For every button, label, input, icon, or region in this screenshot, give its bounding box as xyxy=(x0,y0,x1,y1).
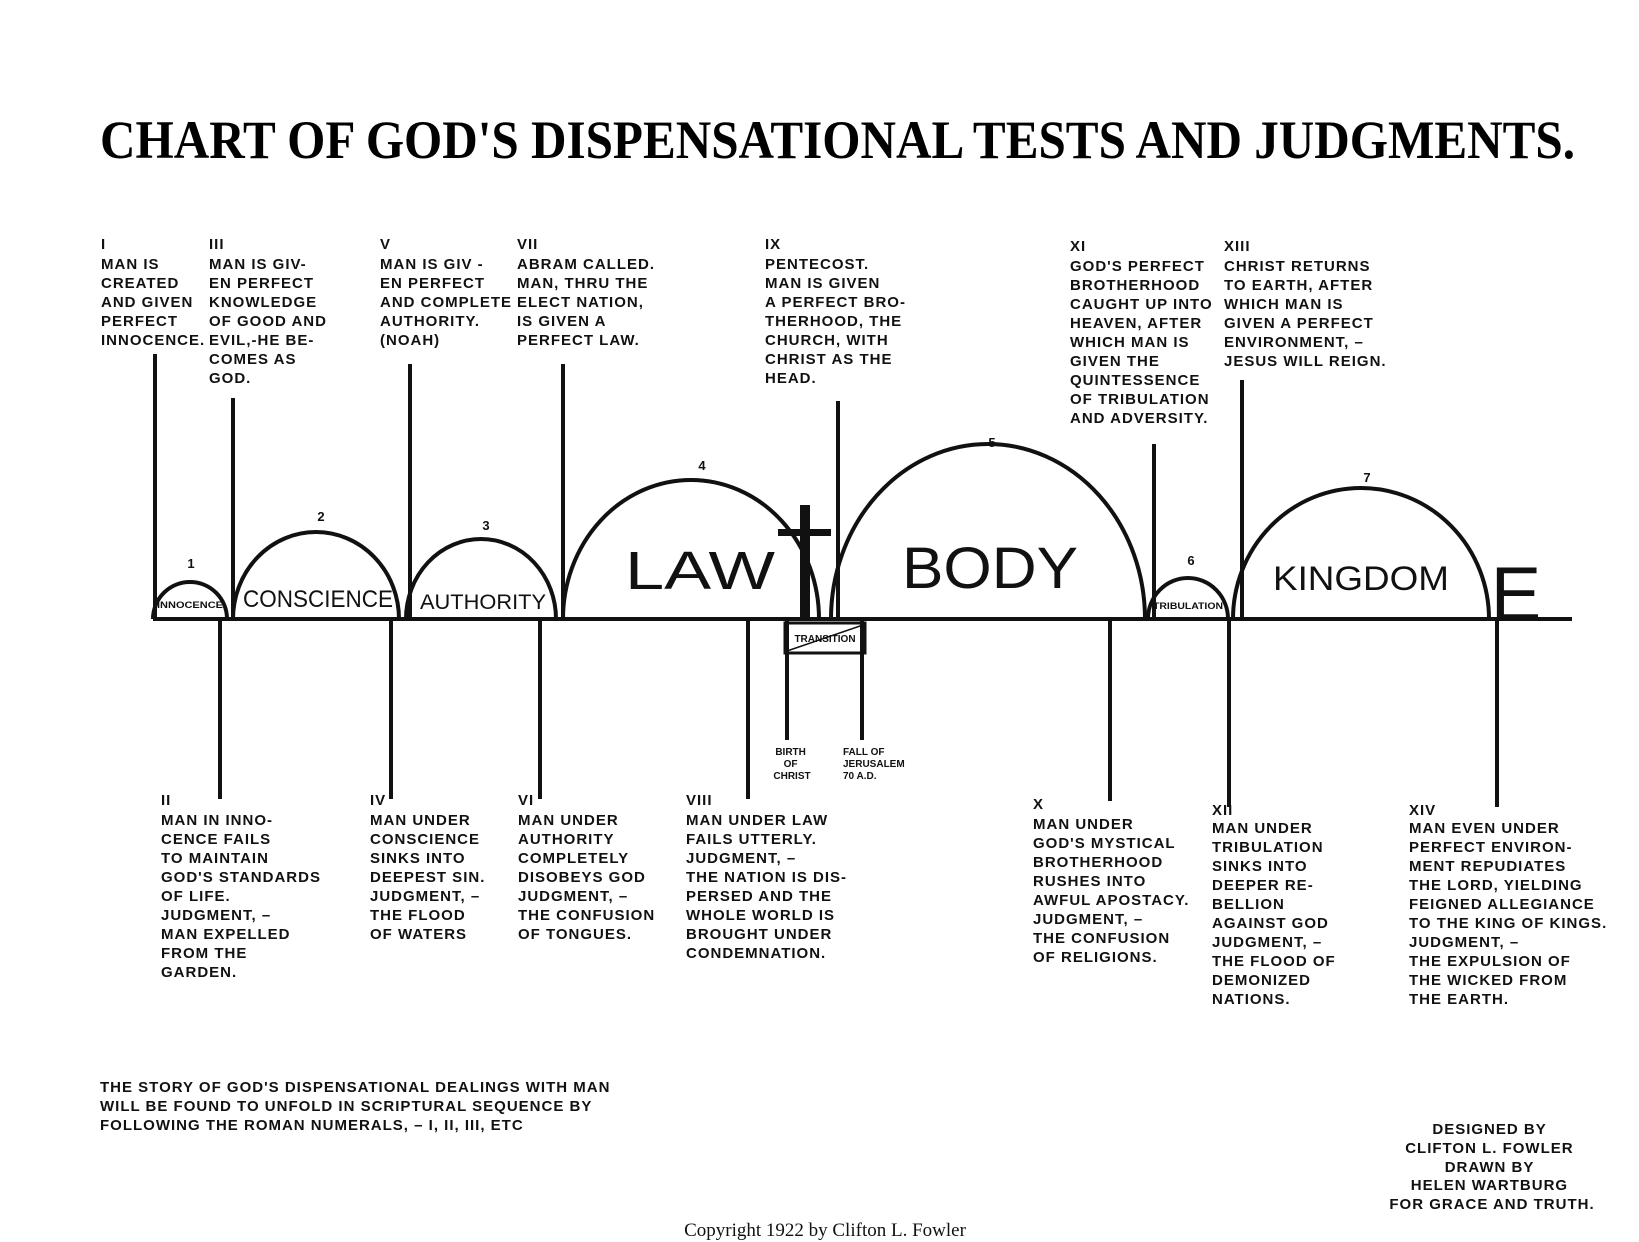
test-notes: I MAN IS CREATED AND GIVEN PERFECT INNOC… xyxy=(101,236,1387,427)
dispensation-number-1: 1 xyxy=(187,556,194,571)
arc-tribulation xyxy=(1146,576,1230,620)
dispensation-name-authority: AUTHORITY xyxy=(420,591,546,614)
test-note-V: V MAN IS GIV - EN PERFECT AND COMPLETE A… xyxy=(380,236,517,349)
arc-conscience xyxy=(231,530,401,620)
test-note-XIII: XIII CHRIST RETURNS TO EARTH, AFTER WHIC… xyxy=(1224,238,1387,370)
transition-label: TRANSITION xyxy=(794,634,855,645)
dispensation-name-law: LAW xyxy=(625,541,775,601)
dispensation-name-innocence: INNOCENCE xyxy=(157,600,223,610)
judgment-note-VIII: VIII MAN UNDER LAW FAILS UTTERLY. JUDGME… xyxy=(686,792,852,962)
test-note-IX: IX PENTECOST. MAN IS GIVEN A PERFECT BRO… xyxy=(765,236,911,387)
connector-lines xyxy=(153,354,1499,807)
judgment-note-XIV: XIV MAN EVEN UNDER PERFECT ENVIRON- MENT… xyxy=(1409,802,1612,1008)
test-note-III: III MAN IS GIV- EN PERFECT KNOWLEDGE OF … xyxy=(209,236,332,387)
dispensation-name-kingdom: KINGDOM xyxy=(1273,560,1449,598)
judgment-note-IV: IV MAN UNDER CONSCIENCE SINKS INTO DEEPE… xyxy=(370,792,491,943)
dispensation-number-3: 3 xyxy=(482,518,489,533)
dispensation-number-2: 2 xyxy=(317,509,324,524)
dispensation-number-5: 5 xyxy=(988,435,995,450)
birth-of-christ-label: BIRTH OF CHRIST xyxy=(773,747,810,782)
dispensation-name-conscience: CONSCIENCE xyxy=(243,586,393,613)
arc-body xyxy=(829,442,1147,620)
dispensation-name-tribulation: TRIBULATION xyxy=(1153,601,1223,611)
dispensation-number-7: 7 xyxy=(1363,470,1370,485)
dispensation-name-body: BODY xyxy=(902,536,1078,601)
dispensation-numbers: 1 2 3 4 5 6 7 xyxy=(187,435,1370,571)
test-note-I: I MAN IS CREATED AND GIVEN PERFECT INNOC… xyxy=(101,236,205,349)
dispensation-arcs xyxy=(151,442,1491,620)
arc-authority xyxy=(404,537,558,620)
credits: DESIGNED BY CLIFTON L. FOWLER DRAWN BY H… xyxy=(1389,1121,1594,1213)
test-note-XI: XI GOD'S PERFECT BROTHERHOOD CAUGHT UP I… xyxy=(1070,238,1218,427)
dispensation-number-4: 4 xyxy=(698,458,706,473)
arc-kingdom xyxy=(1231,486,1491,620)
copyright: Copyright 1922 by Clifton L. Fowler xyxy=(684,1220,967,1241)
judgment-notes: II MAN IN INNO- CENCE FAILS TO MAINTAIN … xyxy=(161,792,1612,1008)
cross-icon xyxy=(778,505,831,617)
dispensation-number-6: 6 xyxy=(1187,553,1194,568)
fall-of-jerusalem-label: FALL OF JERUSALEM 70 A.D. xyxy=(843,747,907,782)
test-note-VII: VII ABRAM CALLED. MAN, THRU THE ELECT NA… xyxy=(517,236,660,349)
judgment-note-X: X MAN UNDER GOD'S MYSTICAL BROTHERHOOD R… xyxy=(1033,796,1195,966)
footnote: THE STORY OF GOD'S DISPENSATIONAL DEALIN… xyxy=(100,1079,616,1134)
judgment-note-VI: VI MAN UNDER AUTHORITY COMPLETELY DISOBE… xyxy=(518,792,660,943)
judgment-note-II: II MAN IN INNO- CENCE FAILS TO MAINTAIN … xyxy=(161,792,326,981)
end-label: E xyxy=(1491,552,1542,637)
chart-title: CHART OF GOD'S DISPENSATIONAL TESTS AND … xyxy=(100,110,1575,170)
judgment-note-XII: XII MAN UNDER TRIBULATION SINKS INTO DEE… xyxy=(1212,802,1341,1008)
